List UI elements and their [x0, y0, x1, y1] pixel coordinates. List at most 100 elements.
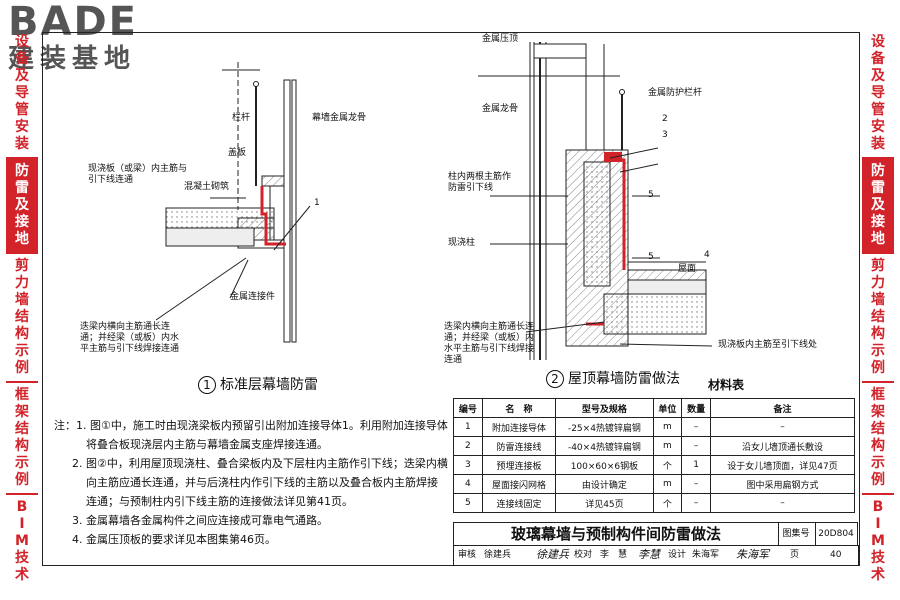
detail-2-label-keel: 金属龙骨: [482, 104, 519, 114]
table-cell: 2: [453, 436, 483, 456]
table-cell: 4: [453, 474, 483, 494]
drawing-frame: [42, 32, 860, 566]
sidebar-section-1[interactable]: 防 雷 及 接 地: [6, 159, 38, 254]
table-cell: –: [709, 417, 856, 437]
detail-2-label-slab: 现浇板内主筋至引下线处: [718, 340, 818, 350]
sidebar-section-0[interactable]: 设 备 及 导 管 安 装: [862, 30, 894, 159]
reviewer-signature: 徐建兵: [536, 548, 569, 561]
note-line: 2. 图②中，利用屋顶现浇柱、叠合梁板内及下层柱内主筋作引下线；迭梁内横: [72, 457, 448, 470]
table-cell: 连接线固定: [481, 493, 557, 513]
checker-name: 李 慧: [600, 550, 628, 560]
table-cell: –: [681, 417, 711, 437]
sidebar-left: 设 备 及 导 管 安 装防 雷 及 接 地剪 力 墙 结 构 示 例框 架 结…: [6, 30, 38, 588]
brand-logo: BADE 建装基地: [8, 2, 188, 82]
materials-header-cell: 单位: [652, 398, 683, 418]
sidebar-section-4[interactable]: B I M 技 术: [15, 499, 29, 583]
materials-header-row: 编号名 称型号及规格单位数量备注: [453, 398, 856, 418]
detail-2-drawing: [478, 42, 713, 360]
detail-1-number: 1: [198, 376, 216, 394]
sidebar-section-3[interactable]: 框 架 结 构 示 例: [6, 383, 38, 495]
detail-1-label-railing: 栏杆: [232, 113, 251, 123]
sidebar-section-4[interactable]: B I M 技 术: [871, 499, 885, 583]
note-line: 4. 金属压顶板的要求详见本图集第46页。: [72, 533, 276, 546]
table-cell: 详见45页: [555, 493, 654, 513]
detail-2-callout-5a: 5: [648, 190, 654, 200]
notes-intro: 注：: [54, 419, 76, 432]
table-cell: 防雷连接线: [481, 436, 557, 456]
materials-title: 材料表: [708, 378, 745, 392]
sidebar-section-2[interactable]: 剪 力 墙 结 构 示 例: [6, 254, 38, 383]
design-label: 设计: [668, 550, 687, 560]
table-cell: m: [652, 417, 683, 437]
detail-1-label-keel: 幕墙金属龙骨: [312, 113, 367, 123]
table-cell: m: [652, 436, 683, 456]
materials-header-cell: 编号: [453, 398, 483, 418]
table-cell: 屋面接闪网格: [481, 474, 557, 494]
detail-2-callout-2: 2: [662, 114, 668, 124]
sidebar-section-2[interactable]: 剪 力 墙 结 构 示 例: [862, 254, 894, 383]
materials-header-cell: 名 称: [481, 398, 557, 418]
sidebar-section-1[interactable]: 防 雷 及 接 地: [862, 159, 894, 254]
table-cell: –: [709, 493, 856, 513]
brand-logo-text: BADE: [8, 0, 138, 45]
sidebar-right: 设 备 及 导 管 安 装防 雷 及 接 地剪 力 墙 结 构 示 例框 架 结…: [862, 30, 894, 588]
materials-header-cell: 数量: [681, 398, 711, 418]
detail-2-label-cast-column: 现浇柱: [448, 238, 476, 248]
table-cell: 个: [652, 455, 683, 475]
table-cell: 个: [652, 493, 683, 513]
detail-2-caption-text: 屋顶幕墙防雷做法: [568, 371, 680, 387]
detail-1-callout-1: 1: [314, 198, 320, 208]
detail-1-drawing: [155, 62, 311, 343]
table-cell: 图中采用扁钢方式: [709, 474, 856, 494]
table-cell: 1: [681, 455, 711, 475]
detail-2-label-column-rebar: 柱内两根主筋作防雷引下线: [448, 172, 512, 193]
note-line: 1. 图①中，施工时由现浇梁板内预留引出附加连接导体1。利用附加连接导体: [76, 419, 448, 432]
table-cell: -40×4热镀锌扁钢: [555, 436, 654, 456]
sidebar-section-0[interactable]: 设 备 及 导 管 安 装: [6, 30, 38, 159]
page-number: 40: [830, 550, 842, 560]
drawing-title: 玻璃幕墙与预制构件间防雷做法: [453, 522, 779, 546]
table-cell: 100×60×6钢板: [555, 455, 654, 475]
notes: 注：1. 图①中，施工时由现浇梁板内预留引出附加连接导体1。利用附加连接导体 将…: [54, 416, 448, 549]
detail-1-label-cast-beam: 现浇板（或梁）内主筋与引下线连通: [88, 164, 188, 185]
detail-2-label-cap: 金属压顶: [482, 34, 519, 44]
detail-1-label-concrete: 混凝土砌筑: [184, 182, 230, 192]
detail-2-label-guard: 金属防护栏杆: [648, 88, 703, 98]
detail-1-label-beam-rebar: 迭梁内横向主筋通长连通；并经梁（或板）内水平主筋与引下线焊接连通: [80, 322, 180, 354]
table-cell: 设于女儿墙顶面，详见47页: [709, 455, 856, 475]
atlas-label: 图集号: [777, 522, 816, 546]
table-cell: -25×4热镀锌扁钢: [555, 417, 654, 437]
detail-2-label-roof: 屋面: [678, 264, 697, 274]
detail-2-callout-4: 4: [704, 250, 710, 260]
materials-header-cell: 备注: [709, 398, 856, 418]
check-label: 校对: [574, 550, 593, 560]
materials-header-cell: 型号及规格: [555, 398, 654, 418]
table-cell: 附加连接导体: [481, 417, 557, 437]
detail-1-label-cover: 盖板: [228, 148, 247, 158]
detail-1-caption-text: 标准层幕墙防雷: [220, 377, 318, 393]
designer-name: 朱海军: [692, 550, 720, 560]
note-line: 将叠合板现浇层内主筋与幕墙金属支座焊接连通。: [86, 438, 328, 451]
review-label: 审核: [458, 550, 477, 560]
table-cell: 沿女儿墙顶通长敷设: [709, 436, 856, 456]
table-cell: –: [681, 493, 711, 513]
sidebar-section-3[interactable]: 框 架 结 构 示 例: [862, 383, 894, 495]
detail-2-callout-5b: 5: [648, 252, 654, 262]
table-cell: 3: [453, 455, 483, 475]
detail-2-label-beam-rebar: 迭梁内横向主筋通长连通；并经梁（或板）内水平主筋与引下线焊接连通: [444, 322, 535, 365]
table-cell: –: [681, 474, 711, 494]
designer-signature: 朱海军: [736, 548, 769, 561]
note-line: 向主筋应通长连通，并与后浇柱内作引下线的主筋以及叠合板内主筋焊接连通；与预制柱内…: [86, 476, 438, 508]
table-cell: 5: [453, 493, 483, 513]
page-label: 页: [790, 550, 800, 560]
table-cell: 1: [453, 417, 483, 437]
